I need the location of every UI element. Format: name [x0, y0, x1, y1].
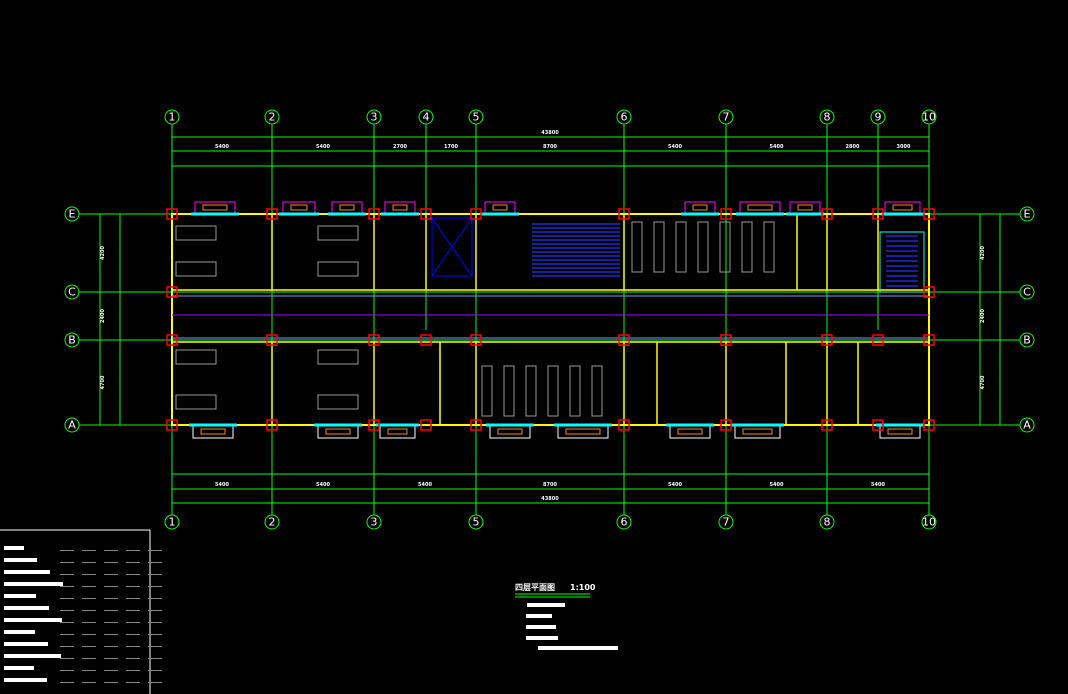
axis-label-6: 6	[621, 516, 628, 529]
axis-bubble	[366, 514, 382, 530]
axis-label-10: 10	[922, 111, 936, 124]
axis-label-3: 3	[371, 516, 378, 529]
overall-dimension: 43800	[541, 130, 559, 136]
bay-dimension: 5400	[668, 144, 682, 150]
axis-label-B: B	[68, 334, 76, 347]
dimension-lines: 43800 43800 5400 5400 2700 1700 8700 5400 5400 28…	[99, 130, 1001, 504]
axis-bubble	[164, 514, 180, 530]
axis-bubble	[718, 109, 734, 125]
axis-label-2: 2	[269, 111, 276, 124]
bay-dimension: 2700	[393, 144, 407, 150]
axis-label-C: C	[68, 286, 76, 299]
overall-dimension: 43800	[541, 496, 559, 502]
axis-label-2: 2	[269, 516, 276, 529]
axis-label-B: B	[1023, 334, 1031, 347]
axis-label-A: A	[68, 419, 76, 432]
axis-label-E: E	[1024, 208, 1031, 221]
bay-dimension: 8700	[543, 482, 557, 488]
axis-label-8: 8	[824, 111, 831, 124]
building-plan: 四层平面图 1:100	[166, 201, 935, 650]
drawing-scale: 1:100	[570, 583, 596, 592]
axis-bubble	[819, 514, 835, 530]
row-dimension: 4200	[980, 246, 986, 260]
bay-dimension: 8700	[543, 144, 557, 150]
bay-dimension: 5400	[316, 482, 330, 488]
axis-bubble	[921, 514, 937, 530]
axis-label-5: 5	[473, 516, 480, 529]
notes-table	[0, 529, 162, 694]
axis-bubble	[264, 109, 280, 125]
axis-label-A: A	[1023, 419, 1031, 432]
axis-label-7: 7	[723, 516, 730, 529]
row-dimension: 4700	[100, 375, 106, 389]
drawing-title: 四层平面图	[515, 583, 555, 592]
axis-label-6: 6	[621, 111, 628, 124]
axis-label-8: 8	[824, 516, 831, 529]
row-dimension: 4200	[100, 246, 106, 260]
axis-label-7: 7	[723, 111, 730, 124]
bay-dimension: 5400	[215, 144, 229, 150]
bay-dimension: 5400	[770, 482, 784, 488]
axis-label-4: 4	[423, 111, 430, 124]
axis-label-5: 5	[473, 111, 480, 124]
axis-bubble	[921, 109, 937, 125]
row-dimension: 2400	[100, 309, 106, 323]
bay-dimension: 5400	[668, 482, 682, 488]
axis-label-E: E	[69, 208, 76, 221]
axis-bubble	[366, 109, 382, 125]
axis-bubble	[616, 514, 632, 530]
axis-bubble	[718, 514, 734, 530]
axis-label-3: 3	[371, 111, 378, 124]
bay-dimension: 5400	[770, 144, 784, 150]
row-dimension: 4700	[980, 375, 986, 389]
axis-label-C: C	[1023, 286, 1031, 299]
row-dimension: 2400	[980, 309, 986, 323]
axis-bubble	[468, 109, 484, 125]
bay-dimension: 5400	[215, 482, 229, 488]
axis-bubble	[819, 109, 835, 125]
axis-bubble	[418, 109, 434, 125]
bay-dimension: 1700	[444, 144, 458, 150]
axis-label-9: 9	[875, 111, 882, 124]
axis-label-1: 1	[169, 111, 176, 124]
bay-dimension: 5400	[418, 482, 432, 488]
bay-dimension: 5400	[871, 482, 885, 488]
axis-label-10: 10	[922, 516, 936, 529]
bay-dimension: 3000	[897, 144, 911, 150]
axis-bubble	[616, 109, 632, 125]
axis-bubble	[870, 109, 886, 125]
axis-bubble	[264, 514, 280, 530]
bay-dimension: 5400	[316, 144, 330, 150]
bay-dimension: 2800	[846, 144, 860, 150]
axis-bubble	[468, 514, 484, 530]
axis-label-1: 1	[169, 516, 176, 529]
axis-bubble	[164, 109, 180, 125]
